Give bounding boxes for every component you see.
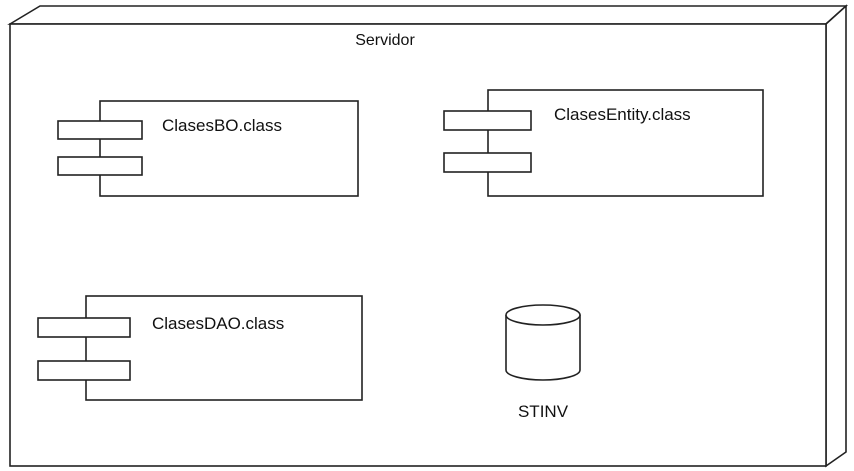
component-port-bottom (57, 156, 143, 176)
database-stinv: STINV (505, 304, 581, 421)
node-side-face (825, 4, 847, 468)
component-label: ClasesBO.class (162, 116, 282, 135)
database-cylinder-top (505, 304, 581, 326)
component-clasesdao: ClasesDAO.class (37, 295, 363, 401)
component-body (99, 100, 359, 197)
database-cylinder-body (505, 315, 581, 381)
component-port-top (37, 317, 131, 338)
component-port-bottom (443, 152, 532, 173)
component-body (85, 295, 363, 401)
component-port-top (57, 120, 143, 140)
component-label: ClasesEntity.class (554, 105, 691, 124)
component-label: ClasesDAO.class (152, 314, 284, 333)
component-port-top (443, 110, 532, 131)
component-clasesbo: ClasesBO.class (57, 100, 359, 197)
component-port-bottom (37, 360, 131, 381)
component-body (487, 89, 764, 197)
component-clasesentity: ClasesEntity.class (443, 89, 764, 197)
database-label: STINV (518, 402, 569, 421)
node-title: Servidor (355, 32, 415, 49)
node-top-face (7, 5, 849, 25)
